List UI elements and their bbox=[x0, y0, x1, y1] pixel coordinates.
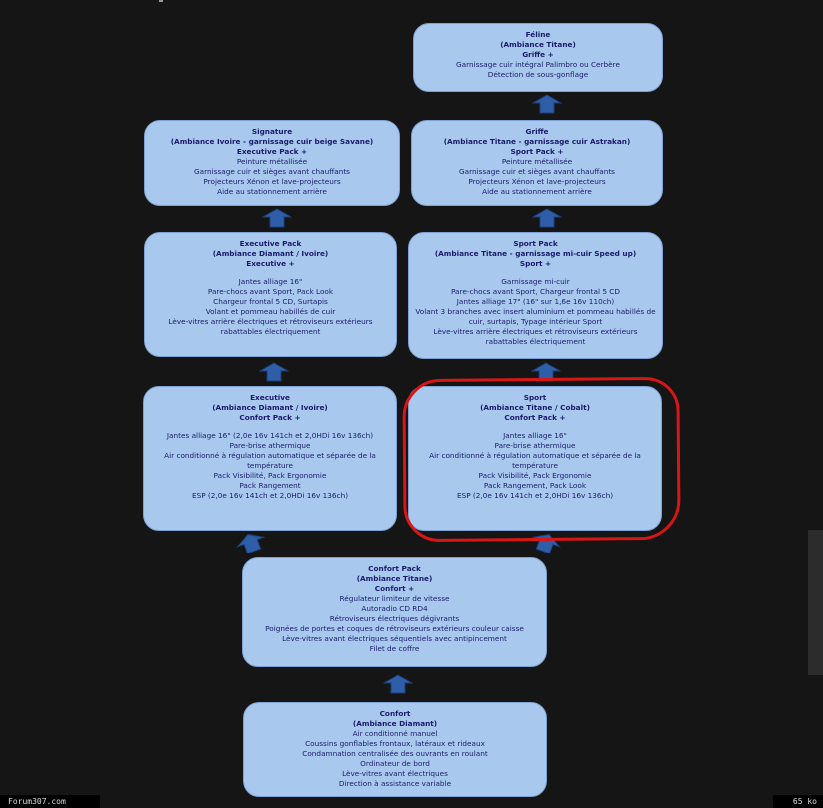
box-title: Executive bbox=[250, 393, 290, 402]
file-size: 65 ko bbox=[773, 795, 823, 808]
box-feline: Féline (Ambiance Titane) Griffe + Garnis… bbox=[413, 23, 663, 92]
box-item: ESP (2,0e 16v 141ch et 2,0HDi 16v 136ch) bbox=[191, 491, 349, 500]
box-item: Jantes alliage 16" bbox=[503, 431, 567, 440]
box-subtitle: (Ambiance Titane) bbox=[356, 574, 433, 583]
box-item: Pack Rangement, Pack Look bbox=[483, 481, 587, 490]
top-mark bbox=[159, 0, 163, 2]
arrow-up-right-icon bbox=[531, 533, 561, 553]
box-item: Projecteurs Xénon et lave-projecteurs bbox=[468, 177, 606, 186]
box-item: Pack Visibilité, Pack Ergonomie bbox=[478, 471, 592, 480]
box-item: Poignées de portes et coques de rétrovis… bbox=[265, 624, 524, 633]
arrow-up-icon bbox=[531, 362, 561, 382]
box-subtitle: (Ambiance Titane - garnissage mi-cuir Sp… bbox=[434, 249, 637, 258]
box-item: Lève-vitres arrière électriques et rétro… bbox=[433, 327, 638, 336]
box-item: Jantes alliage 16" (2,0e 16v 141ch et 2,… bbox=[166, 431, 374, 440]
box-item: Lève-vitres arrière électriques et rétro… bbox=[168, 317, 373, 326]
arrow-up-left-icon bbox=[236, 533, 266, 553]
box-executive: Executive (Ambiance Diamant / Ivoire) Co… bbox=[143, 386, 397, 531]
box-sport: Sport (Ambiance Titane / Cobalt) Confort… bbox=[408, 386, 662, 531]
box-item: Projecteurs Xénon et lave-projecteurs bbox=[203, 177, 341, 186]
arrow-up-icon bbox=[259, 362, 289, 382]
arrow-up-icon bbox=[262, 208, 292, 228]
box-item: Pare-chocs avant Sport, Chargeur frontal… bbox=[450, 287, 620, 296]
box-base: Sport Pack + bbox=[510, 147, 564, 156]
box-confort-pack: Confort Pack (Ambiance Titane) Confort +… bbox=[242, 557, 547, 667]
box-item: Condamnation centralisée des ouvrants en… bbox=[302, 749, 488, 758]
box-item: Autoradio CD RD4 bbox=[361, 604, 428, 613]
box-base: Confort + bbox=[374, 584, 415, 593]
box-sport-pack: Sport Pack (Ambiance Titane - garnissage… bbox=[408, 232, 663, 359]
box-item: Peinture métallisée bbox=[501, 157, 573, 166]
box-item: Détection de sous-gonflage bbox=[487, 70, 589, 79]
box-subtitle: (Ambiance Diamant) bbox=[352, 719, 438, 728]
box-item: température bbox=[247, 461, 293, 470]
arrow-up-icon bbox=[532, 94, 562, 114]
box-item: Garnissage cuir et sièges avant chauffan… bbox=[194, 167, 350, 176]
box-title: Confort Pack bbox=[368, 564, 421, 573]
box-item: Aide au stationnement arrière bbox=[482, 187, 592, 196]
arrow-up-icon bbox=[532, 208, 562, 228]
box-title: Signature bbox=[251, 127, 293, 136]
box-base: Sport + bbox=[519, 259, 552, 268]
box-title: Sport bbox=[523, 393, 547, 402]
box-base: Confort Pack + bbox=[504, 413, 566, 422]
box-item: rabattables électriquement bbox=[220, 327, 321, 336]
box-item: Pack Rangement bbox=[239, 481, 301, 490]
box-base: Confort Pack + bbox=[239, 413, 301, 422]
box-item: Volant et pommeau habillés de cuir bbox=[205, 307, 336, 316]
box-signature: Signature (Ambiance Ivoire - garnissage … bbox=[144, 120, 400, 206]
box-item: Jantes alliage 16" bbox=[238, 277, 303, 286]
arrow-up-icon bbox=[383, 674, 413, 694]
box-title: Griffe bbox=[525, 127, 549, 136]
box-item: Pare-chocs avant Sport, Pack Look bbox=[207, 287, 334, 296]
box-item: Rétroviseurs électriques dégivrants bbox=[329, 614, 460, 623]
box-item: Air conditionné à régulation automatique… bbox=[164, 451, 376, 460]
box-title: Féline bbox=[525, 30, 551, 39]
box-item: cuir, surtapis, Typage intérieur Sport bbox=[468, 317, 603, 326]
box-subtitle: (Ambiance Titane - garnissage cuir Astra… bbox=[443, 137, 631, 146]
box-subtitle: (Ambiance Diamant / Ivoire) bbox=[212, 249, 329, 258]
box-item: Pare-brise athermique bbox=[494, 441, 576, 450]
box-base: Executive + bbox=[246, 259, 295, 268]
box-subtitle: (Ambiance Titane) bbox=[500, 40, 576, 49]
box-item: Régulateur limiteur de vitesse bbox=[339, 594, 450, 603]
box-title: Sport Pack bbox=[513, 239, 558, 248]
box-item: Air conditionné manuel bbox=[352, 729, 438, 738]
box-item: Chargeur frontal 5 CD, Surtapis bbox=[213, 297, 328, 306]
box-item: Direction à assistance variable bbox=[338, 779, 452, 788]
box-item: Lève-vitres avant électriques bbox=[342, 769, 448, 778]
box-base: Executive Pack + bbox=[236, 147, 308, 156]
box-subtitle: (Ambiance Titane / Cobalt) bbox=[480, 403, 590, 412]
box-item: Air conditionné à régulation automatique… bbox=[429, 451, 641, 460]
box-confort: Confort (Ambiance Diamant) Air condition… bbox=[243, 702, 547, 797]
box-subtitle: (Ambiance Ivoire - garnissage cuir beige… bbox=[170, 137, 374, 146]
box-item: Garnissage mi-cuir bbox=[501, 277, 570, 286]
box-subtitle: (Ambiance Diamant / Ivoire) bbox=[212, 403, 328, 412]
box-item: Peinture métallisée bbox=[236, 157, 308, 166]
box-item: Pack Visibilité, Pack Ergonomie bbox=[213, 471, 327, 480]
box-executive-pack: Executive Pack (Ambiance Diamant / Ivoir… bbox=[144, 232, 397, 357]
box-item: Garnissage cuir intégral Palimbro ou Cer… bbox=[455, 60, 620, 69]
box-item: Pare-brise athermique bbox=[229, 441, 311, 450]
box-item: Jantes alliage 17" (16" sur 1,6e 16v 110… bbox=[456, 297, 615, 306]
box-item: Garnissage cuir et sièges avant chauffan… bbox=[459, 167, 615, 176]
box-item: Volant 3 branches avec insert aluminium … bbox=[415, 307, 656, 316]
box-base: Griffe + bbox=[522, 50, 554, 59]
box-item: Lève-vitres avant électriques séquentiel… bbox=[282, 634, 507, 643]
box-item: Ordinateur de bord bbox=[360, 759, 430, 768]
box-item: Coussins gonflables frontaux, latéraux e… bbox=[305, 739, 485, 748]
scrollbar[interactable] bbox=[808, 530, 823, 675]
box-item: température bbox=[512, 461, 558, 470]
box-title: Confort bbox=[379, 709, 411, 718]
box-title: Executive Pack bbox=[239, 239, 302, 248]
box-item: Aide au stationnement arrière bbox=[217, 187, 327, 196]
box-item: Filet de coffre bbox=[369, 644, 420, 653]
box-griffe: Griffe (Ambiance Titane - garnissage cui… bbox=[411, 120, 663, 206]
highlight-circle bbox=[402, 376, 681, 543]
box-item: rabattables électriquement bbox=[485, 337, 586, 346]
site-watermark: Forum307.com bbox=[0, 795, 100, 808]
box-item: ESP (2,0e 16v 141ch et 2,0HDi 16v 136ch) bbox=[456, 491, 614, 500]
